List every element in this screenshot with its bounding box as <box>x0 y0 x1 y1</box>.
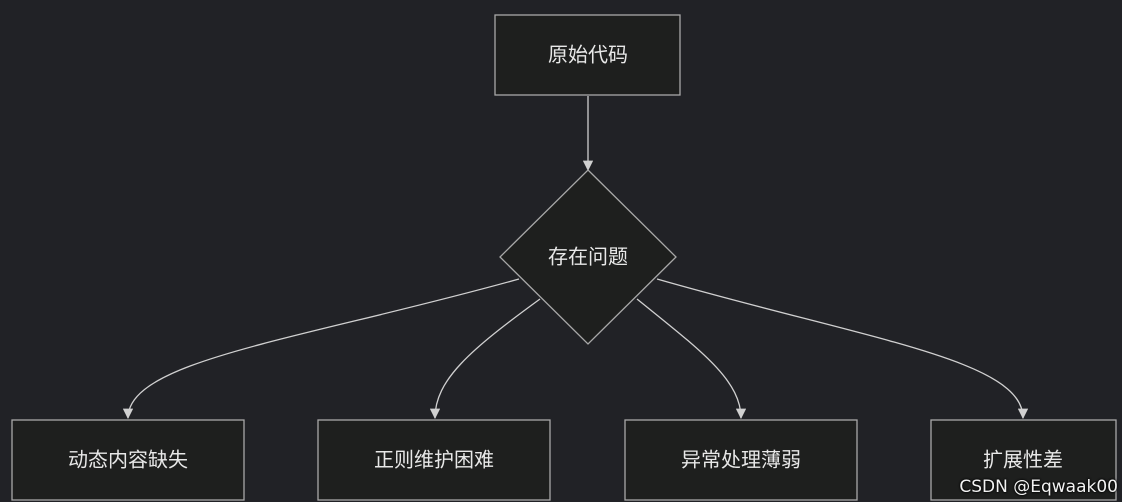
watermark: CSDN @Eqwaak00 <box>959 477 1118 497</box>
node-decision-label: 存在问题 <box>548 245 628 269</box>
node-problem-4-label: 扩展性差 <box>983 448 1063 472</box>
edge-decision-to-problem-4 <box>656 278 1029 420</box>
node-problem-4: 扩展性差 <box>930 419 1117 501</box>
node-problem-1: 动态内容缺失 <box>11 419 245 501</box>
node-decision: 存在问题 <box>499 169 677 345</box>
edge-decision-to-problem-3 <box>636 298 747 420</box>
node-problem-2: 正则维护困难 <box>317 419 551 501</box>
edge-decision-to-problem-1 <box>122 278 520 420</box>
node-problem-1-label: 动态内容缺失 <box>68 448 188 472</box>
node-start: 原始代码 <box>494 14 681 96</box>
node-problem-3: 异常处理薄弱 <box>624 419 858 501</box>
node-problem-3-label: 异常处理薄弱 <box>681 448 801 472</box>
edge-decision-to-problem-2 <box>429 298 541 420</box>
edges <box>122 96 1029 420</box>
node-start-label: 原始代码 <box>548 43 628 67</box>
node-problem-2-label: 正则维护困难 <box>374 448 494 472</box>
